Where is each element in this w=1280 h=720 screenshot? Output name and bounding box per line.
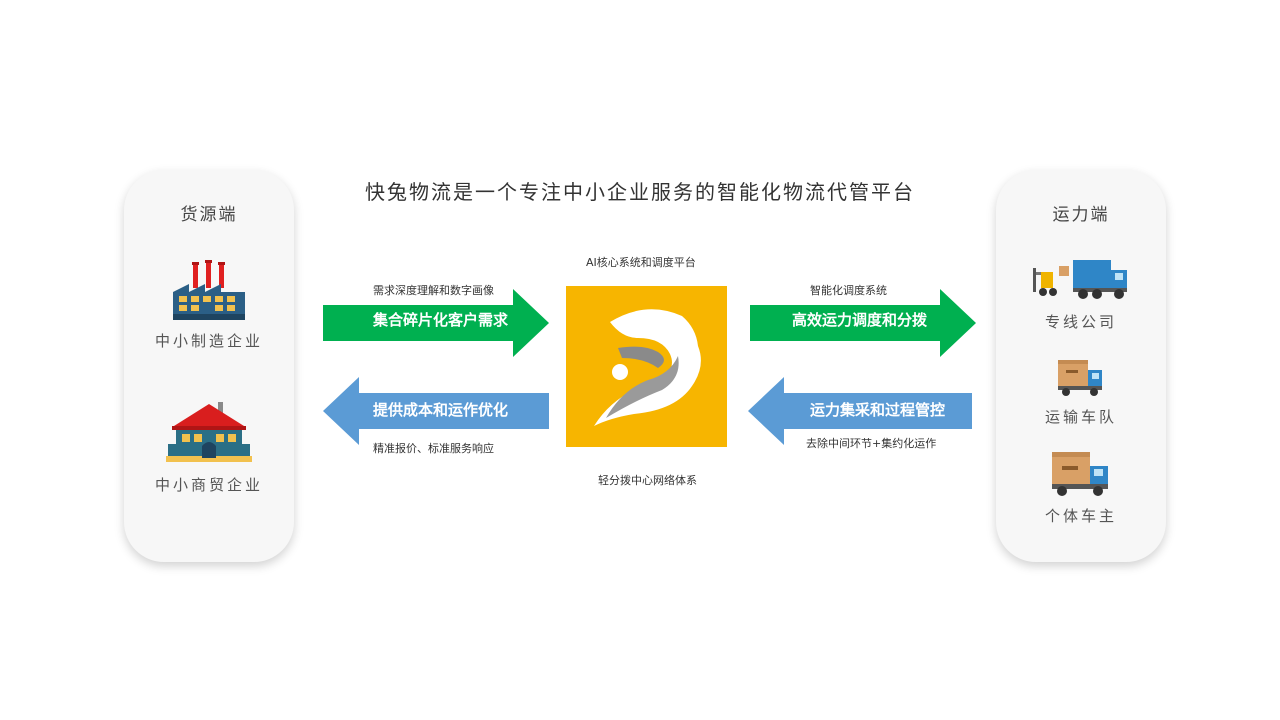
capacity-procurement-label: 运力集采和过程管控 <box>810 401 946 419</box>
trader-label: 中小商贸企业 <box>154 476 263 494</box>
cargo-truck-icon <box>996 450 1166 498</box>
left-bottom-caption: 精准报价、标准服务响应 <box>373 442 494 455</box>
capacity-procurement-arrow <box>748 377 972 445</box>
fleet-label: 运输车队 <box>1044 408 1117 426</box>
cost-optimization-label: 提供成本和运作优化 <box>373 401 509 419</box>
capacity-side-title: 运力端 <box>1052 205 1110 225</box>
capacity-side-panel: 运力端 专线公司 运输车队 <box>996 170 1166 562</box>
shop-icon <box>124 400 294 464</box>
collect-demand-arrow <box>323 289 549 357</box>
manufacturer-label: 中小制造企业 <box>154 332 263 350</box>
supply-side-panel: 货源端 中小制造企业 <box>124 170 294 562</box>
left-top-caption: 需求深度理解和数字画像 <box>373 284 494 297</box>
forklift-truck-icon <box>996 258 1166 302</box>
center-bottom-caption: 轻分拨中心网络体系 <box>598 474 697 487</box>
line-company-label: 专线公司 <box>1044 313 1117 331</box>
factory-icon <box>124 258 294 322</box>
owner-driver-label: 个体车主 <box>1044 507 1117 525</box>
page-title: 快兔物流是一个专注中小企业服务的智能化物流代管平台 <box>365 180 915 204</box>
right-top-caption: 智能化调度系统 <box>810 284 887 297</box>
supply-side-title: 货源端 <box>180 205 238 225</box>
center-top-caption: AI核心系统和调度平台 <box>586 256 696 269</box>
platform-logo-box <box>566 286 727 447</box>
capacity-dispatch-label: 高效运力调度和分拨 <box>792 311 928 329</box>
capacity-dispatch-arrow <box>750 289 976 357</box>
cost-optimization-arrow <box>323 377 549 445</box>
small-truck-icon <box>996 358 1166 398</box>
collect-demand-label: 集合碎片化客户需求 <box>373 311 509 329</box>
right-bottom-caption: 去除中间环节+集约化运作 <box>806 437 937 450</box>
rabbit-logo-icon <box>594 309 701 426</box>
